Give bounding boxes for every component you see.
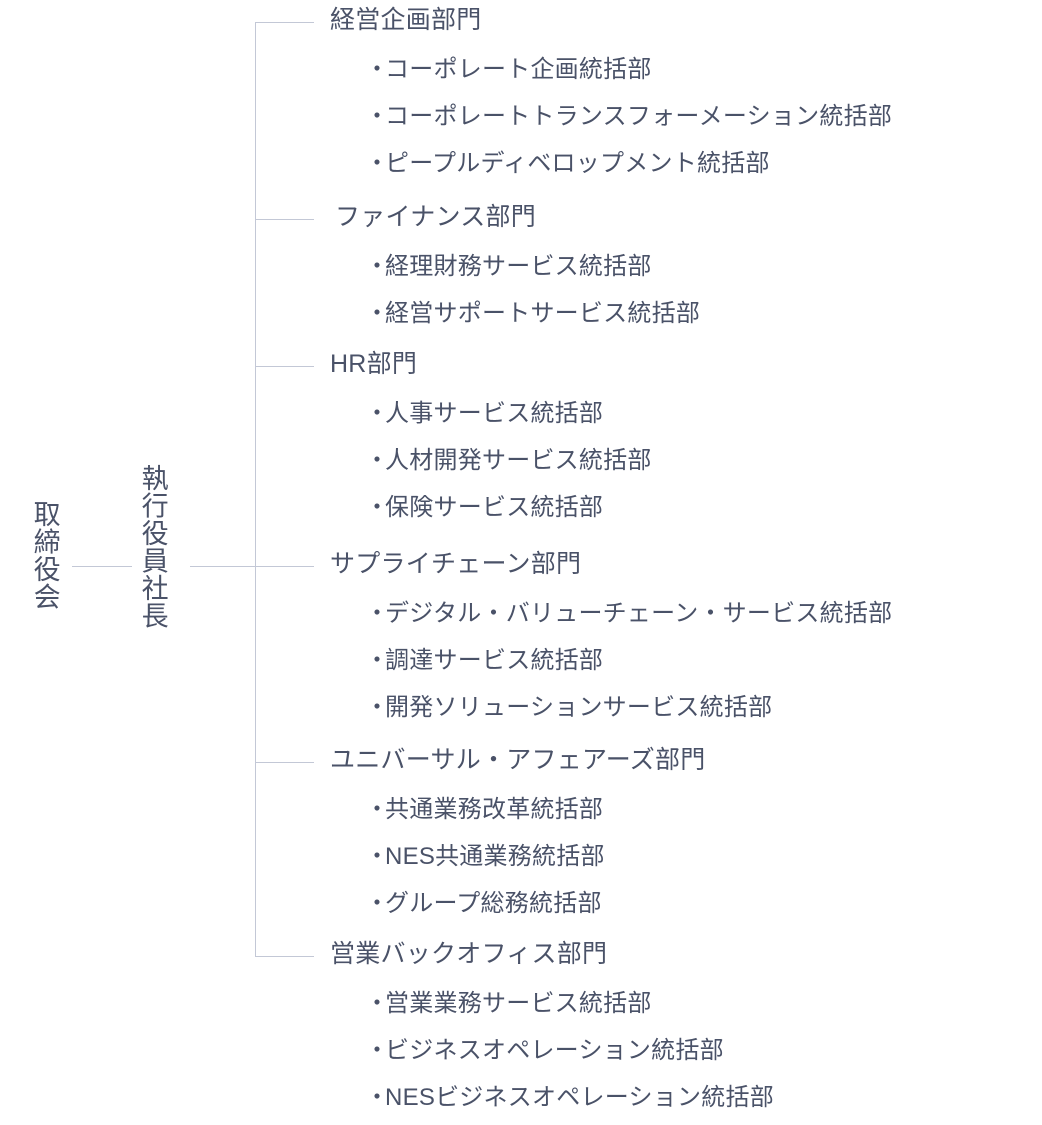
unit-list: ・ 共通業務改革統括部 ・ NES共通業務統括部 ・ グループ総務統括部 bbox=[330, 798, 706, 916]
division-name: 経営企画部門 bbox=[330, 6, 482, 34]
division-supply-chain: サプライチェーン部門 ・ デジタル・バリューチェーン・サービス統括部 ・ 調達サ… bbox=[330, 552, 892, 720]
list-item: ・ 開発ソリューションサービス統括部 bbox=[330, 696, 892, 720]
bullet-icon: ・ bbox=[365, 1037, 390, 1064]
unit-label: グループ総務統括部 bbox=[385, 890, 602, 917]
unit-label: ビジネスオペレーション統括部 bbox=[385, 1037, 724, 1064]
unit-list: ・ コーポレート企画統括部 ・ コーポレートトランスフォーメーション統括部 ・ … bbox=[330, 58, 892, 176]
unit-label: ピープルディベロップメント統括部 bbox=[385, 150, 770, 177]
division-name: サプライチェーン部門 bbox=[330, 550, 582, 578]
list-item: ・ グループ総務統括部 bbox=[330, 892, 706, 916]
unit-label: 人材開発サービス統括部 bbox=[385, 447, 652, 474]
list-item: ・ 人事サービス統括部 bbox=[330, 402, 652, 426]
list-item: ・ 経営サポートサービス統括部 bbox=[330, 302, 700, 326]
list-item: ・ 人材開発サービス統括部 bbox=[330, 449, 652, 473]
list-item: ・ コーポレート企画統括部 bbox=[330, 58, 892, 82]
division-name: 営業バックオフィス部門 bbox=[330, 940, 608, 968]
bullet-icon: ・ bbox=[365, 103, 390, 130]
bullet-icon: ・ bbox=[365, 990, 390, 1017]
connector-board-to-president bbox=[72, 566, 132, 567]
list-item: ・ ピープルディベロップメント統括部 bbox=[330, 152, 892, 176]
bullet-icon: ・ bbox=[365, 494, 390, 521]
bullet-icon: ・ bbox=[365, 300, 390, 327]
list-item: ・ デジタル・バリューチェーン・サービス統括部 bbox=[330, 602, 892, 626]
list-item: ・ NES共通業務統括部 bbox=[330, 845, 706, 869]
list-item: ・ コーポレートトランスフォーメーション統括部 bbox=[330, 105, 892, 129]
unit-label: コーポレートトランスフォーメーション統括部 bbox=[385, 103, 893, 130]
division-keiei-kikaku: 経営企画部門 ・ コーポレート企画統括部 ・ コーポレートトランスフォーメーショ… bbox=[330, 8, 892, 176]
unit-label: 保険サービス統括部 bbox=[385, 494, 604, 521]
unit-label: デジタル・バリューチェーン・サービス統括部 bbox=[385, 600, 893, 627]
list-item: ・ 営業業務サービス統括部 bbox=[330, 992, 774, 1016]
bullet-icon: ・ bbox=[365, 600, 390, 627]
bullet-icon: ・ bbox=[365, 400, 390, 427]
tree-spine-line bbox=[255, 22, 256, 956]
unit-label: NES共通業務統括部 bbox=[385, 843, 605, 870]
branch-stub-5 bbox=[255, 762, 314, 763]
division-hr: HR部門 ・ 人事サービス統括部 ・ 人材開発サービス統括部 ・ 保険サービス統… bbox=[330, 352, 652, 520]
unit-label: 人事サービス統括部 bbox=[385, 400, 604, 427]
connector-president-to-spine bbox=[190, 566, 314, 567]
list-item: ・ 共通業務改革統括部 bbox=[330, 798, 706, 822]
bullet-icon: ・ bbox=[365, 253, 390, 280]
bullet-icon: ・ bbox=[365, 150, 390, 177]
unit-label: 営業業務サービス統括部 bbox=[385, 990, 652, 1017]
division-name: ユニバーサル・アフェアーズ部門 bbox=[330, 746, 706, 774]
unit-label: コーポレート企画統括部 bbox=[385, 56, 652, 83]
bullet-icon: ・ bbox=[365, 694, 390, 721]
unit-label: 開発ソリューションサービス統括部 bbox=[385, 694, 773, 721]
list-item: ・ 調達サービス統括部 bbox=[330, 649, 892, 673]
division-universal-affairs: ユニバーサル・アフェアーズ部門 ・ 共通業務改革統括部 ・ NES共通業務統括部… bbox=[330, 748, 706, 916]
unit-list: ・ 経理財務サービス統括部 ・ 経営サポートサービス統括部 bbox=[330, 255, 700, 326]
division-finance: ファイナンス部門 ・ 経理財務サービス統括部 ・ 経営サポートサービス統括部 bbox=[330, 205, 700, 326]
list-item: ・ 保険サービス統括部 bbox=[330, 496, 652, 520]
unit-label: 経理財務サービス統括部 bbox=[385, 253, 652, 280]
branch-stub-1 bbox=[255, 22, 314, 23]
bullet-icon: ・ bbox=[365, 447, 390, 474]
bullet-icon: ・ bbox=[365, 890, 390, 917]
unit-label: 調達サービス統括部 bbox=[385, 647, 604, 674]
division-name: ファイナンス部門 bbox=[335, 203, 537, 231]
list-item: ・ ビジネスオペレーション統括部 bbox=[330, 1039, 774, 1063]
bullet-icon: ・ bbox=[365, 1084, 390, 1111]
node-board-of-directors: 取締役会 bbox=[29, 500, 60, 611]
unit-list: ・ 営業業務サービス統括部 ・ ビジネスオペレーション統括部 ・ NESビジネス… bbox=[330, 992, 774, 1110]
list-item: ・ 経理財務サービス統括部 bbox=[330, 255, 700, 279]
branch-stub-6 bbox=[255, 956, 314, 957]
branch-stub-2 bbox=[255, 219, 314, 220]
branch-stub-4 bbox=[255, 566, 314, 567]
division-name: HR部門 bbox=[330, 350, 418, 378]
unit-label: 経営サポートサービス統括部 bbox=[385, 300, 701, 327]
division-sales-back-office: 営業バックオフィス部門 ・ 営業業務サービス統括部 ・ ビジネスオペレーション統… bbox=[330, 942, 774, 1110]
unit-list: ・ デジタル・バリューチェーン・サービス統括部 ・ 調達サービス統括部 ・ 開発… bbox=[330, 602, 892, 720]
branch-stub-3 bbox=[255, 366, 314, 367]
bullet-icon: ・ bbox=[365, 56, 390, 83]
bullet-icon: ・ bbox=[365, 647, 390, 674]
node-president-executive-officer: 執行役員社長 bbox=[137, 464, 168, 630]
list-item: ・ NESビジネスオペレーション統括部 bbox=[330, 1086, 774, 1110]
bullet-icon: ・ bbox=[365, 796, 390, 823]
bullet-icon: ・ bbox=[365, 843, 390, 870]
unit-label: 共通業務改革統括部 bbox=[385, 796, 604, 823]
unit-list: ・ 人事サービス統括部 ・ 人材開発サービス統括部 ・ 保険サービス統括部 bbox=[330, 402, 652, 520]
unit-label: NESビジネスオペレーション統括部 bbox=[385, 1084, 774, 1111]
